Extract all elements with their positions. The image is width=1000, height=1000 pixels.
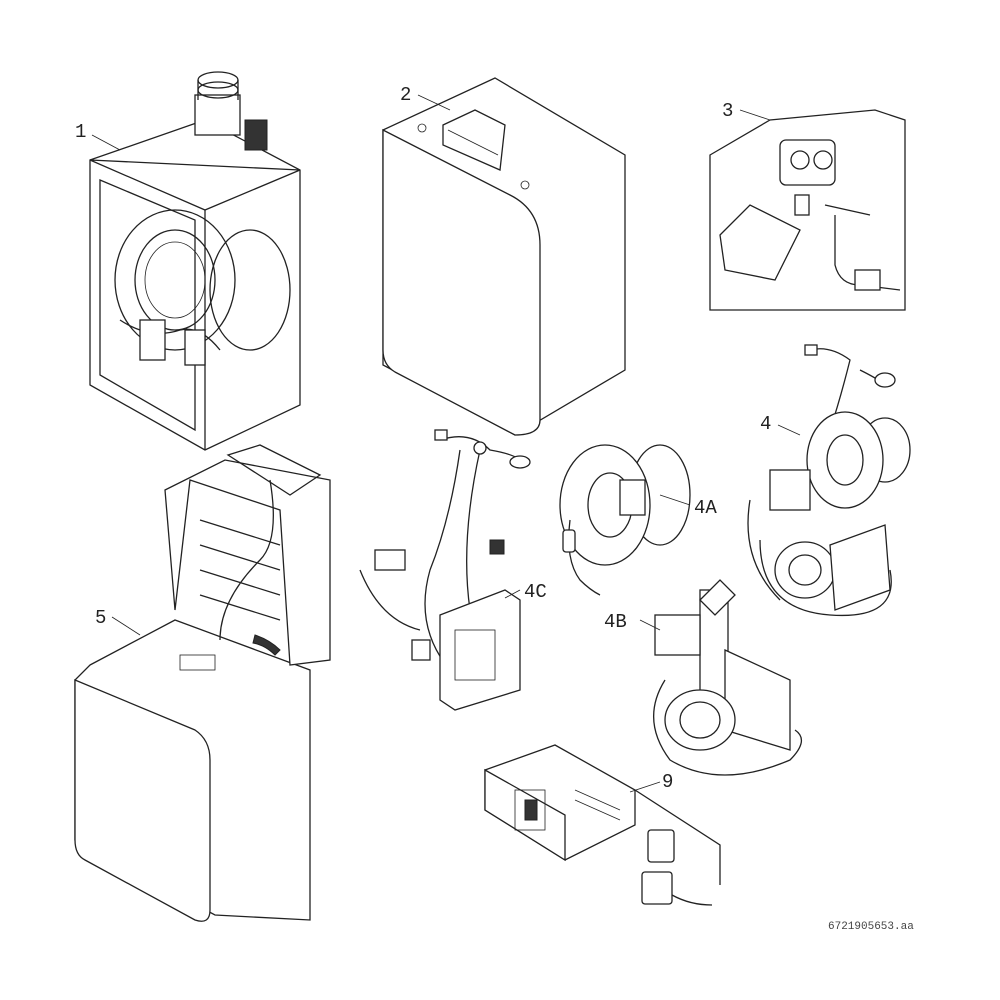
part-4b-gas-valve-fan [653, 579, 802, 776]
part-3-hydraulic-kit [709, 109, 906, 311]
part-9-control-unit [484, 744, 721, 906]
part-1-chassis [89, 71, 301, 451]
label-part-9: 9 [662, 771, 673, 793]
part-4a-burner-plate [559, 444, 691, 596]
part-4-burner-assembly [747, 344, 911, 617]
part-4c-wiring-harness [359, 429, 531, 711]
part-2-front-casing [382, 77, 626, 436]
label-part-3: 3 [722, 100, 733, 122]
part-5-cabinet [74, 444, 331, 922]
label-part-1: 1 [75, 121, 86, 143]
drawing-code: 6721905653.aa [828, 921, 914, 933]
leader-lines [91, 94, 801, 793]
label-part-4c: 4C [524, 581, 547, 603]
label-part-5: 5 [95, 607, 106, 629]
label-part-2: 2 [400, 84, 411, 106]
label-part-4a: 4A [694, 497, 717, 519]
label-part-4b: 4B [604, 611, 627, 633]
label-part-4: 4 [760, 413, 771, 435]
